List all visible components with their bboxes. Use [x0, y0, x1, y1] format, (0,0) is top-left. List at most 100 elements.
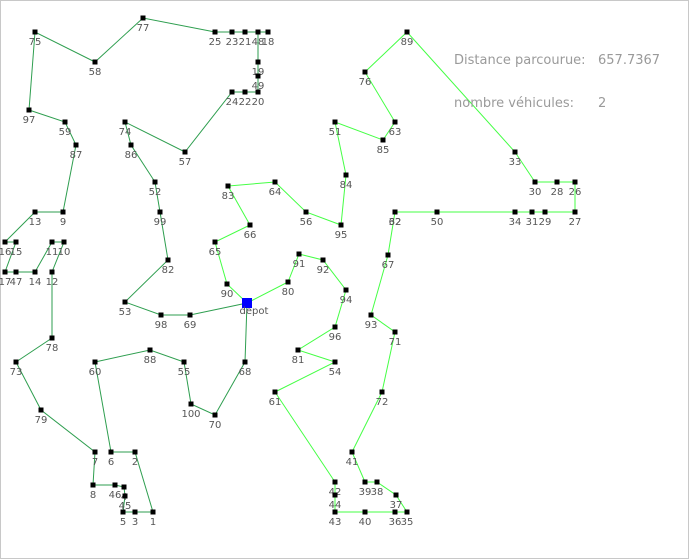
node-marker-17	[2, 269, 8, 275]
node-marker-1	[150, 509, 156, 515]
node-marker-59	[62, 119, 68, 125]
node-label-93: 93	[365, 320, 378, 331]
node-marker-99	[157, 209, 163, 215]
node-marker-89	[404, 29, 410, 35]
node-marker-5	[120, 509, 126, 515]
node-marker-57	[182, 149, 188, 155]
node-label-67: 67	[382, 260, 395, 271]
node-marker-40	[362, 509, 368, 515]
node-marker-4	[121, 484, 127, 490]
node-marker-82	[165, 257, 171, 263]
node-label-70: 70	[209, 420, 222, 431]
node-marker-79	[38, 407, 44, 413]
node-label-41: 41	[346, 457, 359, 468]
node-marker-80	[285, 279, 291, 285]
distance-value: 657.7367	[598, 53, 661, 68]
node-label-44: 44	[329, 500, 342, 511]
node-label-3: 3	[132, 517, 138, 528]
node-marker-53	[122, 299, 128, 305]
node-marker-64	[272, 179, 278, 185]
node-label-71: 71	[389, 337, 402, 348]
node-marker-93	[368, 312, 374, 318]
node-label-38: 38	[371, 487, 384, 498]
node-label-94: 94	[340, 295, 353, 306]
node-marker-58	[92, 59, 98, 65]
node-marker-96	[332, 324, 338, 330]
node-label-73: 73	[10, 367, 23, 378]
node-marker-3	[132, 509, 138, 515]
node-marker-88	[147, 347, 153, 353]
node-marker-42	[332, 479, 338, 485]
distance-label: Distance parcourue:	[454, 53, 586, 68]
node-label-77: 77	[137, 23, 150, 34]
node-label-56: 56	[300, 217, 313, 228]
node-label-27: 27	[569, 217, 582, 228]
node-label-29: 29	[539, 217, 552, 228]
node-label-12: 12	[46, 277, 59, 288]
node-marker-36	[392, 509, 398, 515]
node-marker-98	[158, 312, 164, 318]
node-label-46: 46	[109, 490, 122, 501]
node-marker-30	[532, 179, 538, 185]
node-marker-41	[349, 449, 355, 455]
node-marker-76	[362, 69, 368, 75]
node-marker-86	[128, 142, 134, 148]
node-marker-74	[122, 119, 128, 125]
node-marker-23	[229, 29, 235, 35]
nodes-layer: 1234567891011121314151617181920212223242…	[0, 15, 582, 528]
node-label-64: 64	[269, 187, 282, 198]
node-label-100: 100	[181, 409, 200, 420]
node-marker-37	[393, 492, 399, 498]
node-label-31: 31	[526, 217, 539, 228]
node-label-57: 57	[179, 157, 192, 168]
node-marker-94	[343, 287, 349, 293]
node-label-20: 20	[252, 97, 265, 108]
node-label-24: 24	[226, 97, 239, 108]
vehicles-value: 2	[598, 96, 607, 111]
node-marker-26	[572, 179, 578, 185]
node-label-40: 40	[359, 517, 372, 528]
node-marker-91	[296, 251, 302, 257]
node-marker-63	[392, 119, 398, 125]
node-label-6: 6	[108, 457, 114, 468]
node-marker-46	[112, 482, 118, 488]
node-marker-71	[392, 329, 398, 335]
node-label-43: 43	[329, 517, 342, 528]
node-marker-48	[255, 29, 261, 35]
node-marker-60	[92, 359, 98, 365]
node-label-16: 16	[0, 247, 11, 258]
node-label-65: 65	[209, 247, 222, 258]
node-label-61: 61	[269, 397, 282, 408]
node-label-9: 9	[60, 217, 66, 228]
node-marker-97	[26, 107, 32, 113]
node-label-81: 81	[292, 355, 305, 366]
node-label-76: 76	[359, 77, 372, 88]
node-label-47: 47	[10, 277, 23, 288]
node-marker-85	[380, 137, 386, 143]
node-label-18: 18	[262, 37, 275, 48]
node-label-75: 75	[29, 37, 42, 48]
node-label-26: 26	[569, 187, 582, 198]
node-marker-11	[49, 239, 55, 245]
node-marker-55	[181, 359, 187, 365]
node-label-97: 97	[23, 115, 36, 126]
node-marker-44	[332, 492, 338, 498]
node-label-84: 84	[340, 180, 353, 191]
node-marker-72	[379, 389, 385, 395]
node-marker-15	[13, 239, 19, 245]
node-marker-38	[374, 479, 380, 485]
node-label-99: 99	[154, 217, 167, 228]
node-label-25: 25	[209, 37, 222, 48]
node-label-10: 10	[58, 247, 71, 258]
node-label-86: 86	[125, 150, 138, 161]
node-marker-24	[229, 89, 235, 95]
node-marker-49	[255, 73, 261, 79]
node-marker-54	[332, 359, 338, 365]
node-marker-18	[265, 29, 271, 35]
node-marker-33	[512, 149, 518, 155]
node-label-53: 53	[119, 307, 132, 318]
node-marker-52	[152, 179, 158, 185]
node-label-8: 8	[90, 490, 96, 501]
node-label-19: 19	[252, 67, 265, 78]
